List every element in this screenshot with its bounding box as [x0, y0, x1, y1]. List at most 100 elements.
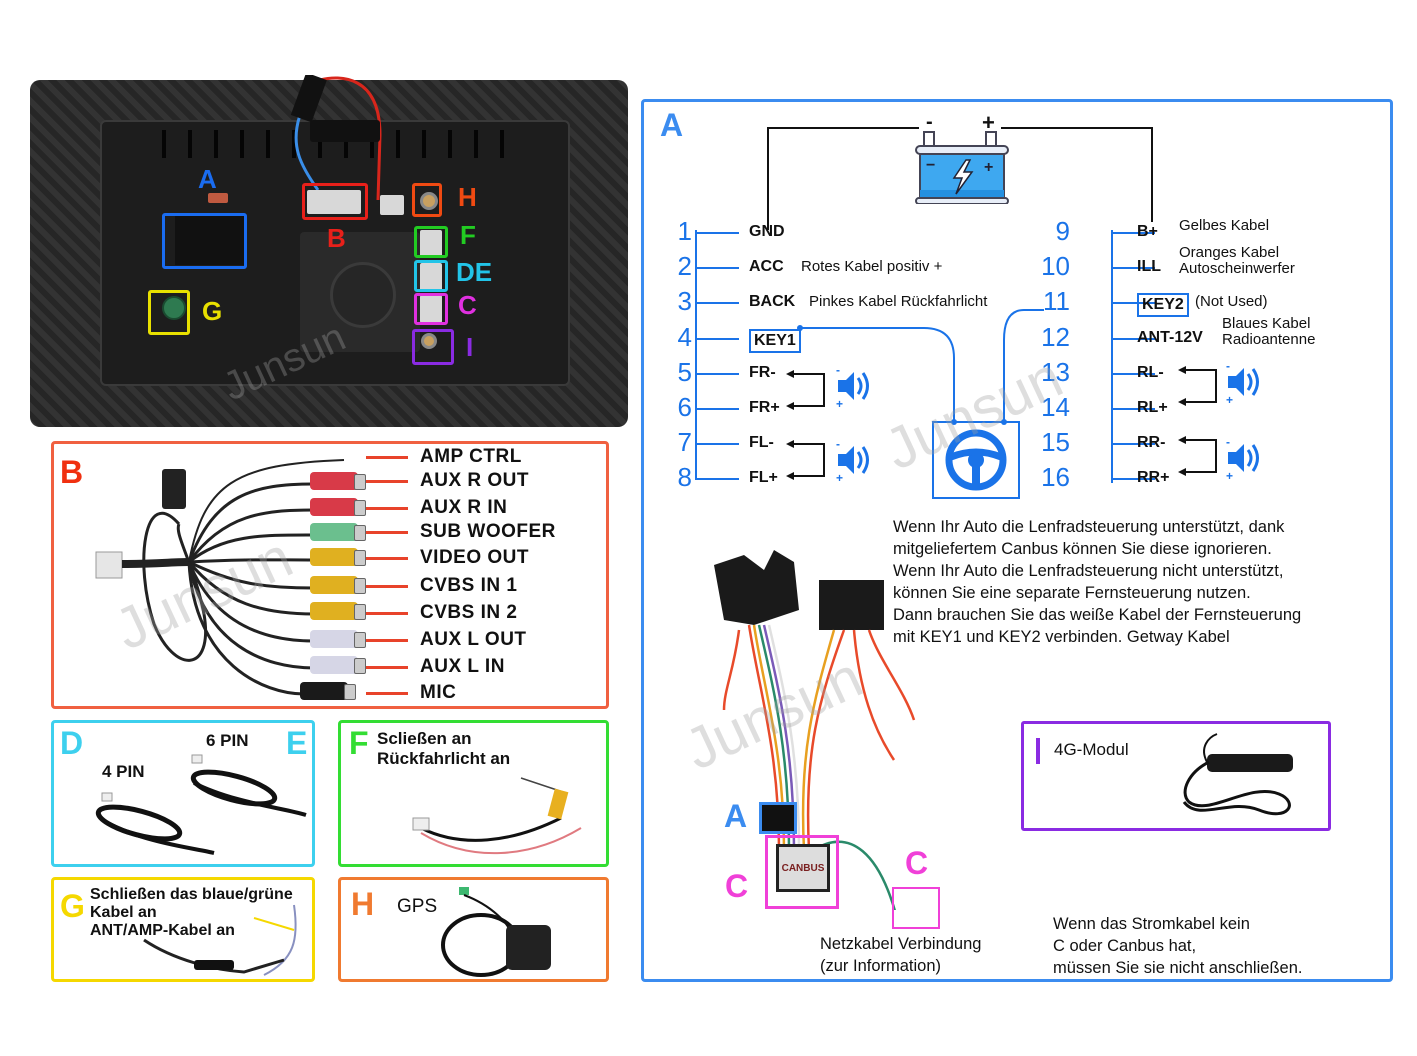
fuse-connector: [208, 193, 228, 203]
text-line: Wenn Ihr Auto die Lenfradsteuerung nicht…: [893, 562, 1284, 580]
rca-plug: [310, 576, 366, 594]
svg-text:-: -: [836, 438, 840, 451]
text-line: mit KEY1 und KEY2 verbinden. Getway Kabe…: [893, 628, 1230, 646]
label-de: DE: [456, 257, 493, 287]
pin-line: [1113, 232, 1155, 234]
panel-h-gps: H GPS: [338, 877, 609, 982]
text-line: müssen Sie sie nicht anschließen.: [1053, 959, 1303, 977]
harness-caption: Netzkabel Verbindung (zur Information): [820, 933, 981, 977]
pin-line: [697, 373, 739, 375]
text-line: Schließen das blaue/grüne: [90, 886, 293, 903]
pin-label: ACC: [749, 258, 784, 275]
text-line: (zur Information): [820, 957, 942, 975]
speaker-icon-rl: -+: [1224, 359, 1264, 409]
pin-line: [697, 408, 739, 410]
pin-line: [1113, 443, 1155, 445]
connector-b-socket: [307, 190, 361, 214]
output-label: AMP CTRL: [420, 446, 522, 467]
pin-number: 9: [1055, 216, 1070, 246]
4g-accent-bar: [1036, 738, 1040, 764]
pin-number: 3: [677, 286, 692, 316]
battery-icon: - + − +: [914, 110, 1014, 209]
panel-b-letter: B: [60, 454, 84, 490]
svg-text:+: +: [1226, 393, 1233, 404]
output-row: VIDEO OUT: [366, 547, 529, 569]
output-label: AUX R OUT: [420, 470, 529, 491]
rear-panel: [100, 120, 570, 386]
text-line: Wenn das Stromkabel kein: [1053, 915, 1250, 933]
pin-label: KEY1: [749, 329, 801, 353]
4g-module-box: 4G-Modul: [1021, 721, 1331, 831]
output-label: CVBS IN 1: [420, 575, 518, 596]
antenna-adapter-image: [143, 904, 297, 976]
steering-wheel-control: [932, 421, 1020, 499]
highlight-a: [162, 213, 247, 269]
pin-line: [697, 443, 739, 445]
canbus-box: CANBUS: [776, 844, 830, 892]
highlight-g: [148, 290, 190, 335]
pin-cables-image: [95, 754, 307, 855]
output-row: AMP CTRL: [366, 446, 522, 468]
panel-a-letter: A: [660, 107, 684, 143]
label-b: B: [327, 223, 346, 253]
pin-number: 7: [677, 427, 692, 457]
canbus-note: Wenn das Stromkabel kein C oder Canbus h…: [1053, 913, 1302, 979]
panel-h-letter: H: [351, 886, 375, 922]
port-f: [420, 230, 442, 258]
output-row: AUX R IN: [366, 497, 507, 519]
svg-text:+: +: [836, 471, 843, 482]
pin-line: [1113, 408, 1155, 410]
panel-b-av-harness: B AMP CTRL AUX R OUT AUX R IN SUB WOOFER…: [51, 441, 609, 709]
port-de: [420, 263, 442, 291]
connector-a-socket: [175, 215, 245, 265]
pin-label: RL-: [1137, 364, 1164, 381]
svg-text:-: -: [1226, 436, 1230, 449]
harness-label-c-left: C: [725, 868, 749, 904]
pin-number: 12: [1041, 322, 1070, 352]
key-wiring: [797, 309, 1044, 425]
highlight-i: [412, 329, 454, 365]
pin-label: RR-: [1137, 434, 1166, 451]
pin-number: 2: [677, 251, 692, 281]
rca-plug: [310, 630, 366, 648]
svg-text:-: -: [1226, 360, 1230, 373]
pin-label: FL+: [749, 469, 778, 486]
svg-text:-: -: [926, 114, 933, 133]
output-row: CVBS IN 1: [366, 575, 517, 597]
pin-number: 4: [677, 322, 692, 352]
text-line: Scließen an: [377, 729, 472, 748]
panel-g-text: Schließen das blaue/grüne Kabel an ANT/A…: [90, 886, 293, 940]
av-harness-image: [95, 459, 345, 696]
pin-number: 1: [677, 216, 692, 246]
pin-number: 5: [677, 357, 692, 387]
radio-antenna-port: [162, 296, 186, 320]
panel-de-cables: D E 6 PIN 4 PIN: [51, 720, 315, 867]
4g-module-label: 4G-Modul: [1054, 740, 1129, 759]
label-c: C: [458, 290, 477, 320]
canbus-highlight: CANBUS: [765, 835, 839, 909]
pin-number: 8: [677, 462, 692, 492]
front-speaker-wiring: [786, 370, 825, 480]
label-g: G: [202, 296, 223, 326]
speaker-icon-fr: -+: [834, 363, 874, 413]
output-label: AUX L IN: [420, 656, 505, 677]
pin-number: 10: [1041, 251, 1070, 281]
output-label: AUX L OUT: [420, 629, 527, 650]
right-pin-bus: [1111, 230, 1113, 483]
rca-plug: [310, 498, 366, 516]
pin-label: ANT-12V: [1137, 329, 1203, 346]
panel-f-letter: F: [349, 725, 369, 761]
pin-label: GND: [749, 223, 785, 240]
speaker-minus-mark: -: [836, 364, 840, 377]
reverse-cable-image: [412, 777, 582, 855]
highlight-h: [412, 183, 442, 217]
label-f: F: [460, 220, 476, 250]
output-row: AUX L OUT: [366, 629, 527, 651]
pin-label: RL+: [1137, 399, 1168, 416]
port-c: [420, 295, 442, 323]
harness-label-a: A: [724, 798, 748, 834]
svg-text:−: −: [926, 157, 935, 174]
pin-number: 6: [677, 392, 692, 422]
pin-line: [1113, 302, 1155, 304]
text-line: Wenn Ihr Auto die Lenfradsteuerung unter…: [893, 518, 1285, 536]
